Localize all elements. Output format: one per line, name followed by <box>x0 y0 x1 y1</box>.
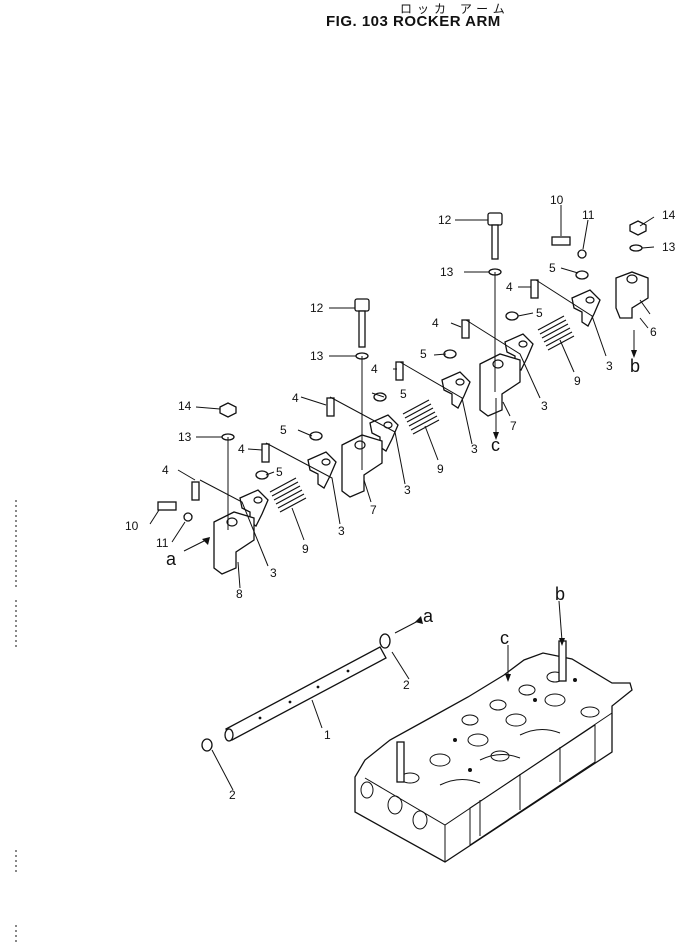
callout-12: 12 <box>438 213 452 227</box>
figure-title: FIG. 103 ROCKER ARM <box>326 13 501 30</box>
callout-6: 6 <box>650 325 657 339</box>
callout-2: 2 <box>229 788 236 802</box>
callout-5: 5 <box>400 387 407 401</box>
callout-3: 3 <box>404 483 411 497</box>
arrow-label-b: b <box>630 356 640 376</box>
callout-4: 4 <box>371 362 378 376</box>
callout-8: 8 <box>236 587 243 601</box>
washer-11 <box>577 249 587 259</box>
callout-3: 3 <box>338 524 345 538</box>
callout-3: 3 <box>606 359 613 373</box>
spring-9 <box>537 315 575 351</box>
callout-13: 13 <box>310 349 324 363</box>
leader-lines <box>149 205 655 791</box>
title-block: ロッカ アーム FIG. 103 ROCKER ARM <box>0 0 678 40</box>
bolt-10 <box>551 236 571 246</box>
callout-13: 13 <box>178 430 192 444</box>
bracket-6 <box>615 271 649 319</box>
callout-4: 4 <box>506 280 513 294</box>
callout-3: 3 <box>471 442 478 456</box>
adjusting-screw-4 <box>530 279 539 299</box>
arrow-label-a: a <box>423 606 434 626</box>
callout-5: 5 <box>420 347 427 361</box>
callout-4: 4 <box>162 463 169 477</box>
nut-14 <box>219 402 237 418</box>
callout-2: 2 <box>403 678 410 692</box>
callout-10: 10 <box>125 519 139 533</box>
arrow-label-a: a <box>166 549 177 569</box>
callout-5: 5 <box>536 306 543 320</box>
adjusting-screw-4 <box>261 443 270 463</box>
arrow-label-c: c <box>491 435 500 455</box>
callout-13: 13 <box>440 265 454 279</box>
rocker-arm-3 <box>504 333 534 371</box>
callout-14: 14 <box>178 399 192 413</box>
head-stud-b <box>558 640 567 682</box>
callout-10: 10 <box>550 193 564 207</box>
adjusting-screw-4 <box>395 361 404 381</box>
cylinder-head <box>354 652 633 863</box>
arrowheads <box>183 350 637 682</box>
lock-nut-5 <box>309 431 323 441</box>
callout-4: 4 <box>432 316 439 330</box>
rocker-arm-3 <box>571 289 601 327</box>
callout-7: 7 <box>370 503 377 517</box>
callout-11: 11 <box>156 536 169 550</box>
callout-4: 4 <box>238 442 245 456</box>
spring-9 <box>402 399 440 435</box>
shaft-plug-left <box>201 738 213 752</box>
adjusting-screw-4 <box>461 319 470 339</box>
washer-13 <box>629 244 643 252</box>
adjusting-screw-4 <box>191 481 200 501</box>
lock-nut-5 <box>505 311 519 321</box>
rocker-arm-3 <box>307 451 337 489</box>
callout-11: 11 <box>582 208 595 222</box>
callout-9: 9 <box>437 462 444 476</box>
bolt-12 <box>354 298 370 348</box>
callout-12: 12 <box>310 301 324 315</box>
callout-14: 14 <box>662 208 676 222</box>
rocker-arm-3 <box>441 371 471 409</box>
callout-5: 5 <box>549 261 556 275</box>
callout-5: 5 <box>276 465 283 479</box>
bolt-10 <box>157 501 177 511</box>
shaft-plug-right <box>379 633 391 649</box>
callout-5: 5 <box>280 423 287 437</box>
bracket-7 <box>479 353 521 417</box>
callout-13: 13 <box>662 240 676 254</box>
lock-nut-5 <box>575 270 589 280</box>
arrow-label-c: c <box>500 628 509 648</box>
head-stud-left <box>396 741 405 783</box>
washer-11 <box>183 512 193 522</box>
bolt-12 <box>487 212 503 260</box>
callout-9: 9 <box>574 374 581 388</box>
callout-4: 4 <box>292 391 299 405</box>
callout-7: 7 <box>510 419 517 433</box>
callout-1: 1 <box>324 728 331 742</box>
title-japanese: ロッカ アーム <box>400 2 510 16</box>
callout-9: 9 <box>302 542 309 556</box>
adjusting-screw-4 <box>326 397 335 417</box>
spring-9 <box>269 477 307 513</box>
bracket-8 <box>213 511 255 575</box>
arrow-label-b: b <box>555 584 565 604</box>
lock-nut-5 <box>255 470 269 480</box>
rocker-shaft <box>224 646 387 742</box>
callout-3: 3 <box>541 399 548 413</box>
callout-3: 3 <box>270 566 277 580</box>
